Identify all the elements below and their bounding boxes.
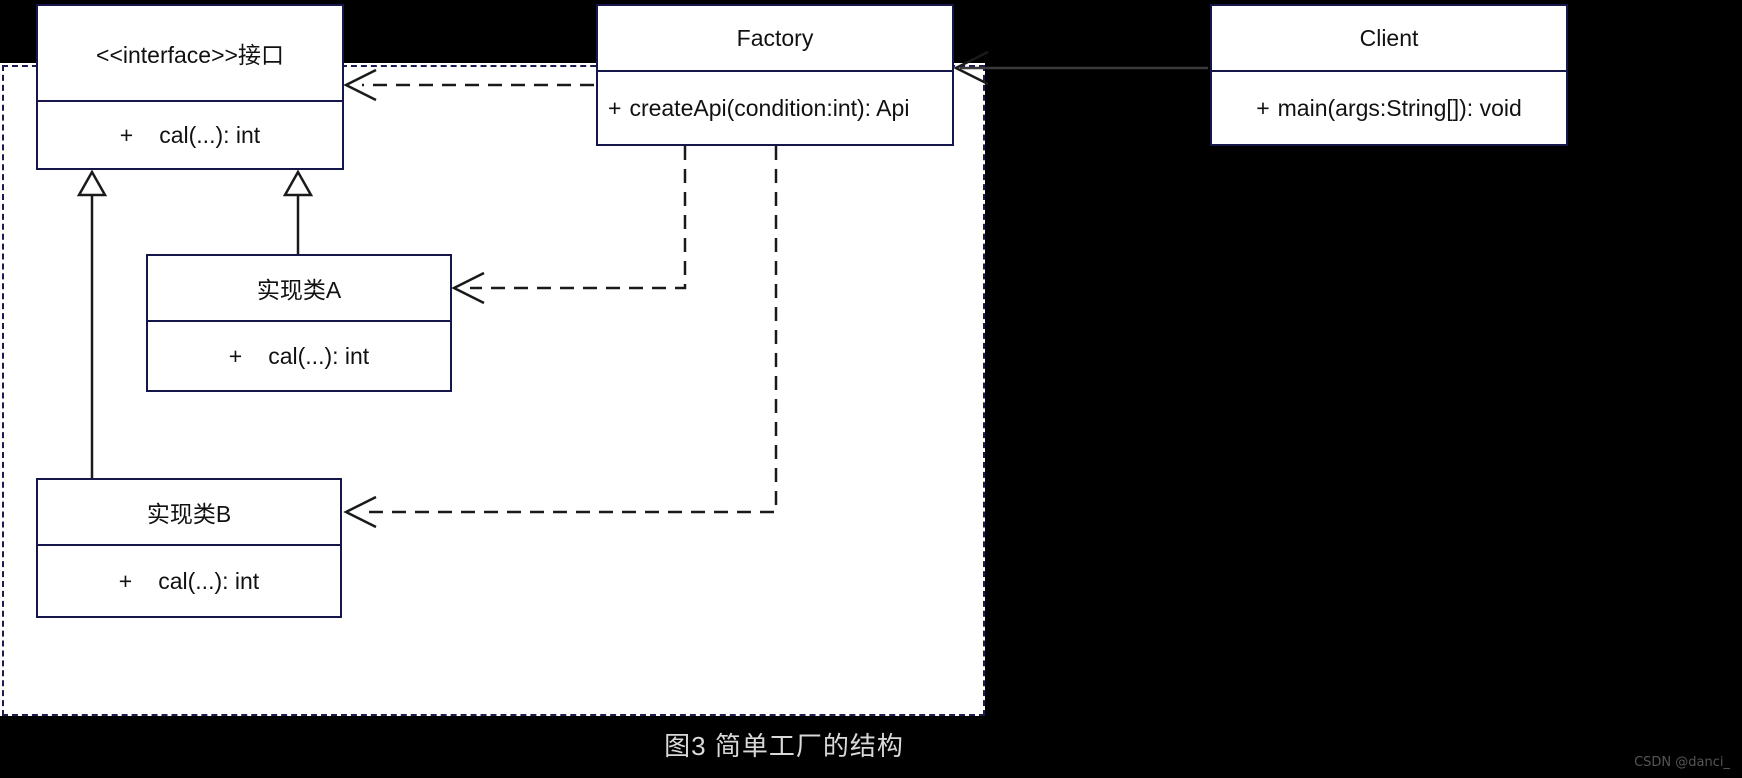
operation-signature: cal(...): int (158, 567, 260, 594)
class-box-client[interactable]: Client + main(args:String[]): void (1210, 4, 1568, 146)
class-box-impl-b[interactable]: 实现类B + cal(...): int (36, 478, 342, 618)
operation-visibility: + (228, 342, 243, 369)
operation-visibility: + (119, 121, 134, 148)
class-box-factory[interactable]: Factory + createApi(condition:int): Api (596, 4, 954, 146)
relationship-client-uses-factory (953, 50, 1208, 86)
class-box-interface[interactable]: <<interface>>接口 + cal(...): int (36, 4, 344, 170)
operation-signature: createApi(condition:int): Api (629, 94, 910, 121)
csdn-watermark: CSDN @danci_ (1634, 755, 1730, 770)
class-operations-interface: + cal(...): int (38, 102, 342, 168)
operation-signature: cal(...): int (268, 342, 370, 369)
operation-signature: main(args:String[]): void (1277, 94, 1522, 121)
class-name-factory: Factory (598, 6, 952, 72)
class-box-impl-a[interactable]: 实现类A + cal(...): int (146, 254, 452, 392)
class-operations-client: + main(args:String[]): void (1212, 72, 1566, 144)
class-operations-impl-a: + cal(...): int (148, 322, 450, 390)
operation-visibility: + (118, 567, 133, 594)
class-name-impl-a: 实现类A (148, 256, 450, 322)
operation-signature: cal(...): int (159, 121, 261, 148)
class-name-interface: <<interface>>接口 (38, 6, 342, 102)
class-operations-impl-b: + cal(...): int (38, 546, 340, 616)
figure-caption: 图3 简单工厂的结构 (664, 731, 904, 761)
class-operations-factory: + createApi(condition:int): Api (598, 72, 952, 144)
class-name-client: Client (1212, 6, 1566, 72)
operation-visibility: + (608, 94, 622, 121)
operation-visibility: + (1256, 94, 1270, 121)
class-name-impl-b: 实现类B (38, 480, 340, 546)
